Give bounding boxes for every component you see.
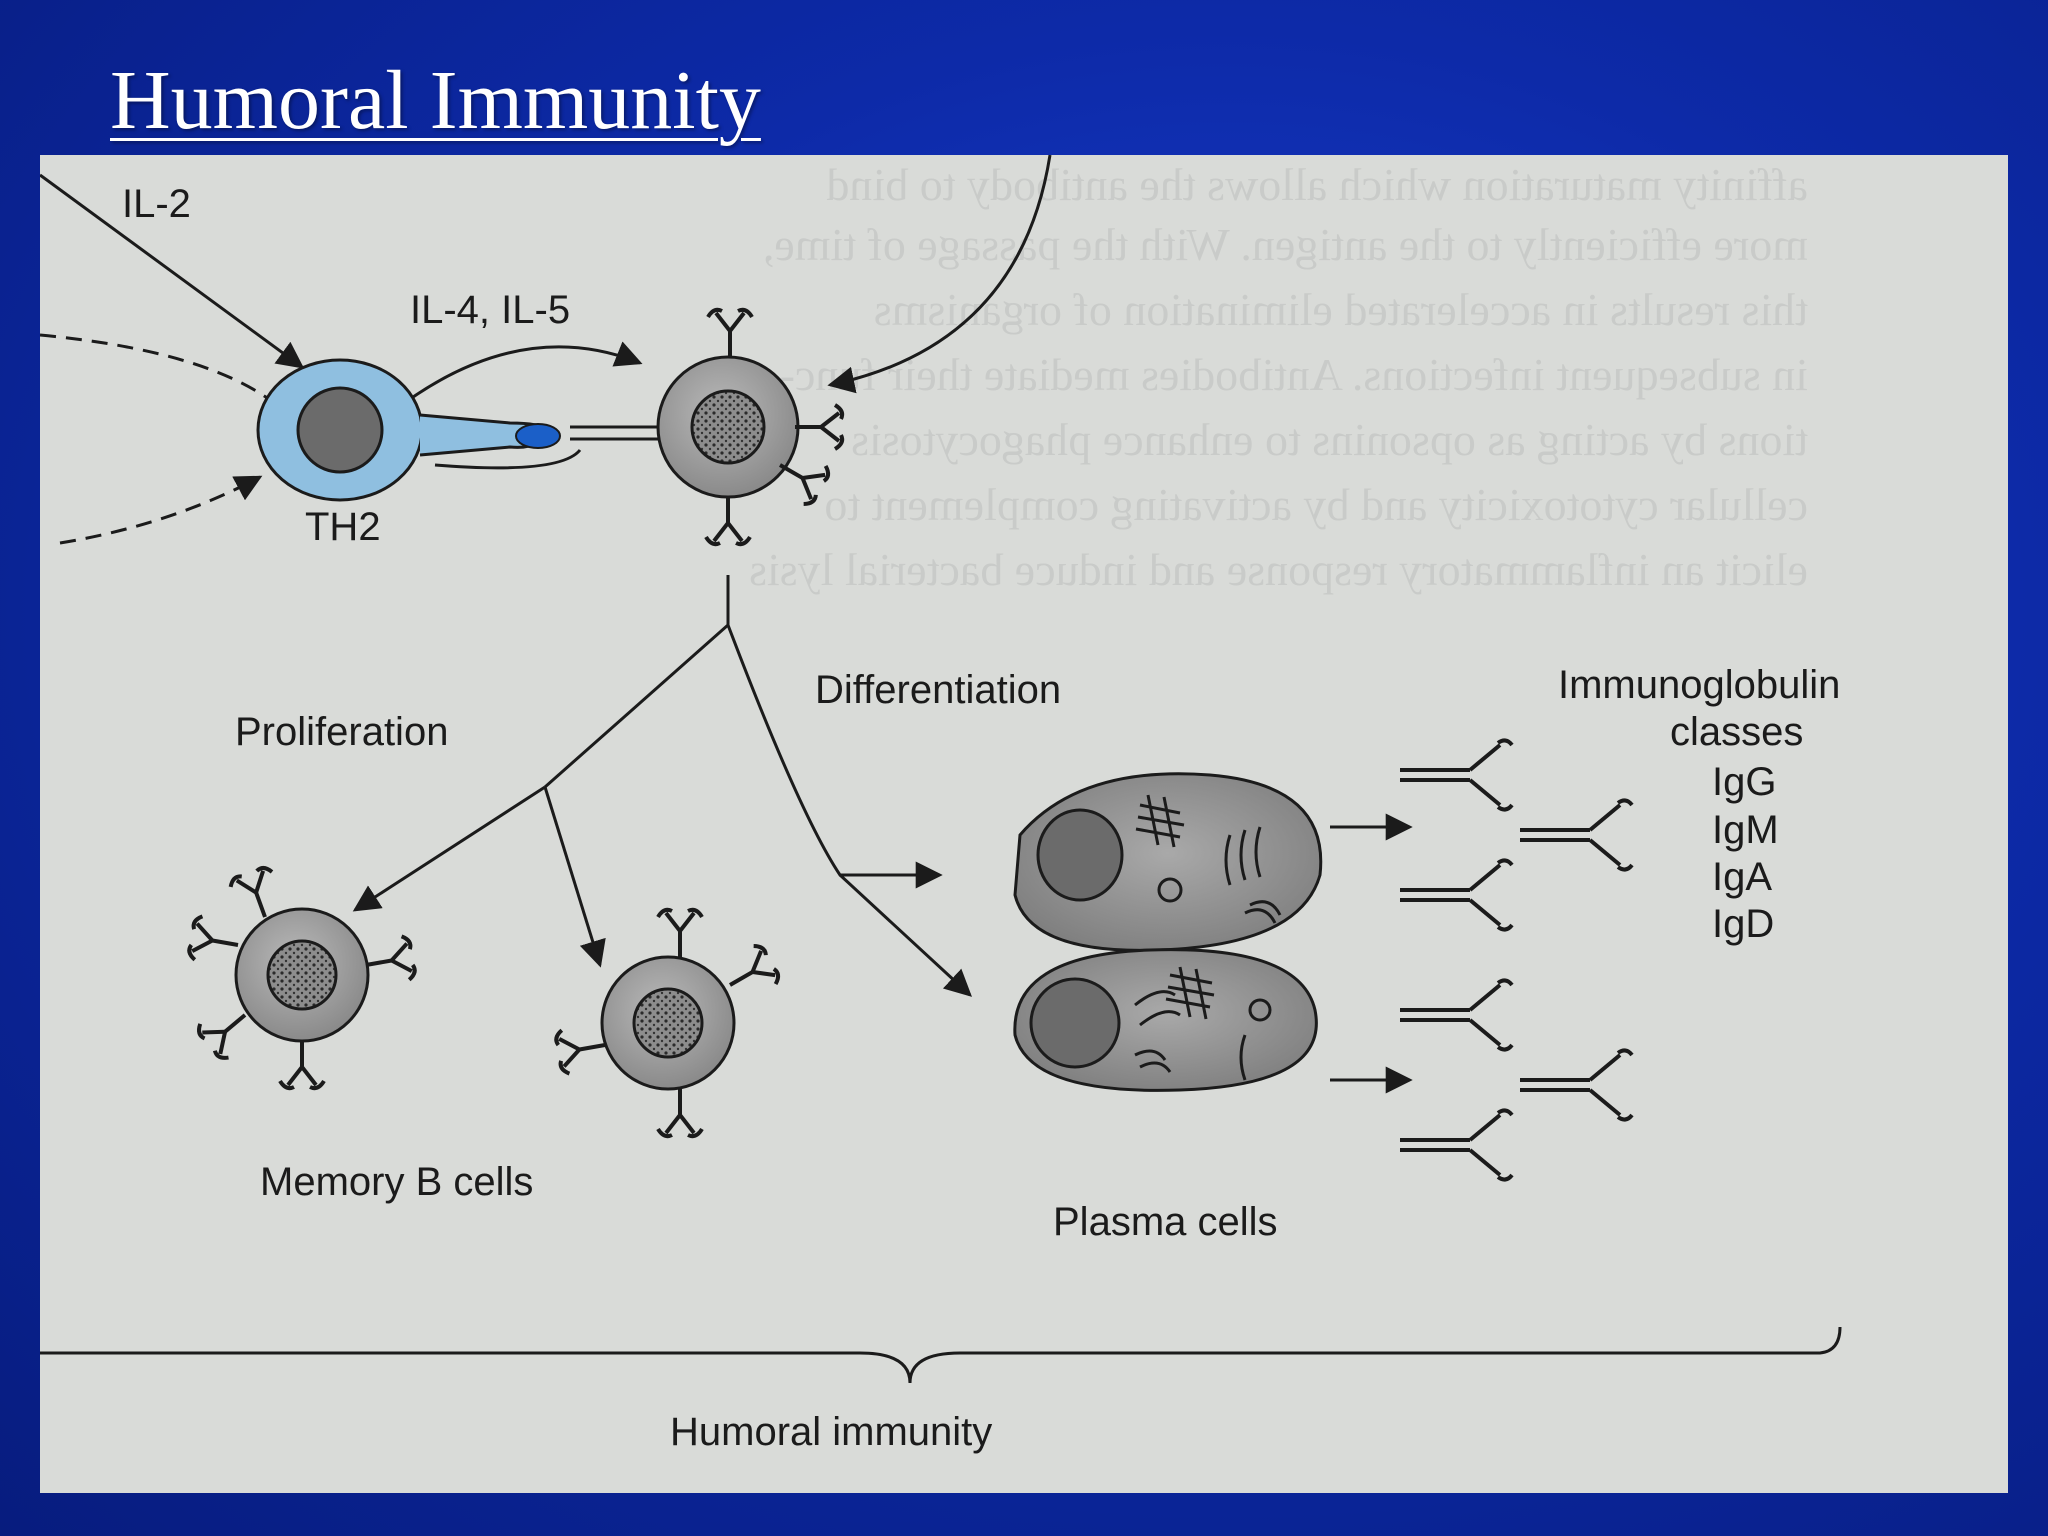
th2-label: TH2: [305, 505, 381, 549]
th2-cell: [256, 358, 660, 502]
ig-class-igm: IgM: [1712, 808, 1779, 852]
humoral-brace: [40, 1326, 1842, 1384]
svg-text:elicit an inflammatory respons: elicit an inflammatory response and indu…: [749, 544, 1808, 595]
memory-b-cells-label: Memory B cells: [260, 1160, 533, 1204]
plasma-cells-label: Plasma cells: [1053, 1200, 1278, 1244]
ig-class-iga: IgA: [1712, 855, 1772, 899]
plasma-cell-1: [1013, 772, 1323, 952]
svg-text:tions by acting as opsonins to: tions by acting as opsonins to enhance p…: [851, 414, 1808, 465]
memory-b-cell-2: [552, 907, 784, 1139]
svg-text:affinity maturation which allo: affinity maturation which allows the ant…: [826, 159, 1808, 210]
ig-class-igd: IgD: [1712, 902, 1774, 946]
humoral-immunity-diagram: affinity maturation which allows the ant…: [40, 155, 1842, 1454]
memory-b-cell-1: [185, 863, 419, 1091]
il2-label: IL-2: [122, 182, 191, 226]
differentiation-label: Differentiation: [815, 668, 1061, 712]
slide-title: Humoral Immunity: [110, 54, 761, 147]
figure-panel: affinity maturation which allows the ant…: [40, 155, 2008, 1493]
secreted-immunoglobulins: [1398, 738, 1634, 1182]
svg-text:in subsequent infections. Anti: in subsequent infections. Antibodies med…: [780, 349, 1808, 400]
il4-il5-label: IL-4, IL-5: [410, 288, 570, 332]
ig-title-line-2: classes: [1670, 710, 1803, 754]
svg-text:more efficiently to the antige: more efficiently to the antigen. With th…: [763, 219, 1808, 270]
ig-class-igg: IgG: [1712, 760, 1776, 804]
plasma-cell-2: [1013, 948, 1318, 1092]
background-text: affinity maturation which allows the ant…: [749, 159, 1808, 595]
humoral-immunity-label: Humoral immunity: [670, 1410, 992, 1454]
ig-title-line-1: Immunoglobulin: [1558, 663, 1840, 707]
proliferation-label: Proliferation: [235, 710, 448, 754]
svg-text:cellular cytotoxicity and by a: cellular cytotoxicity and by activating …: [824, 479, 1808, 530]
svg-text:this results in accelerated el: this results in accelerated elimination …: [874, 284, 1808, 335]
activated-b-cell: [656, 307, 845, 547]
